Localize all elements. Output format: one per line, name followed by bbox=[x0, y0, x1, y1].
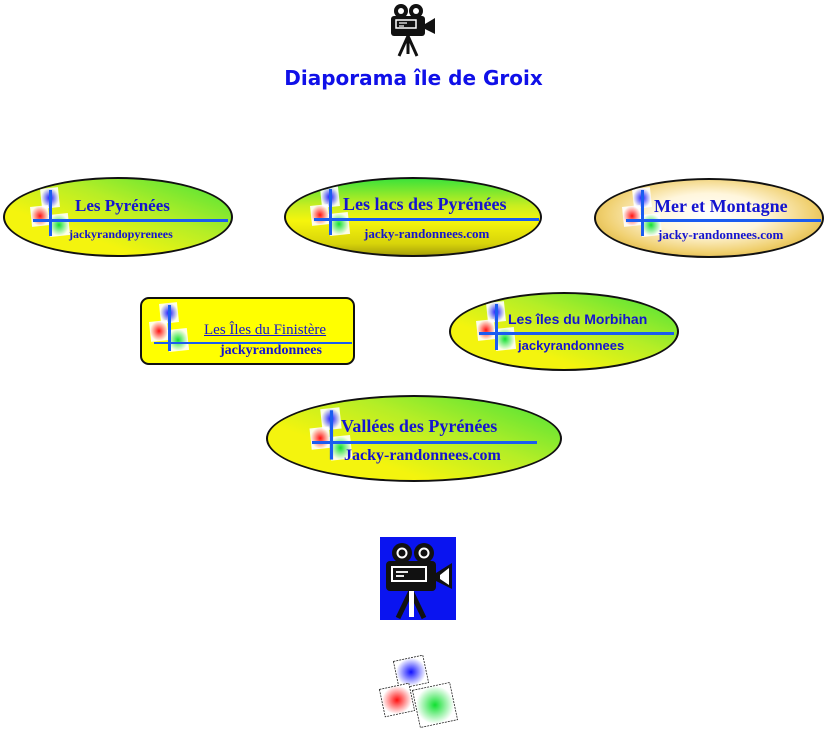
link-subtitle: jackyrandopyrenees bbox=[69, 227, 173, 241]
divider-line bbox=[33, 219, 228, 222]
link-subtitle: jackyrandonnees bbox=[220, 343, 322, 358]
link-subtitle: jacky-randonnees.com bbox=[658, 227, 784, 242]
link-les-iles-du-finistere[interactable]: Les Îles du Finistère jackyrandonnees bbox=[140, 297, 355, 365]
link-title: Mer et Montagne bbox=[654, 196, 788, 216]
divider-line bbox=[314, 218, 539, 221]
divider-line bbox=[312, 441, 537, 444]
link-title: Les Pyrénées bbox=[75, 196, 170, 215]
colored-squares-logo-icon bbox=[475, 300, 519, 356]
divider-line bbox=[626, 219, 821, 222]
link-les-iles-du-morbihan[interactable]: Les îles du Morbihan jackyrandonnees bbox=[449, 292, 679, 371]
colored-squares-logo-icon bbox=[148, 301, 192, 357]
link-mer-et-montagne[interactable]: Mer et Montagne jacky-randonnees.com bbox=[594, 178, 824, 258]
link-subtitle: jacky-randonnees.com bbox=[364, 226, 490, 241]
link-title: Les Îles du Finistère bbox=[204, 322, 327, 338]
video-button[interactable] bbox=[380, 537, 456, 620]
movie-camera-icon bbox=[386, 543, 452, 620]
page-title: Diaporama île de Groix bbox=[284, 66, 543, 90]
link-title: Les lacs des Pyrénées bbox=[343, 194, 507, 214]
link-les-pyrenees[interactable]: Les Pyrénées jackyrandopyrenees bbox=[3, 177, 233, 257]
movie-camera-icon bbox=[389, 2, 437, 58]
link-les-lacs-des-pyrenees[interactable]: Les lacs des Pyrénées jacky-randonnees.c… bbox=[284, 177, 542, 257]
link-subtitle: Jacky-randonnees.com bbox=[344, 447, 501, 464]
link-title: Vallées des Pyrénées bbox=[341, 416, 498, 436]
colored-squares-logo-icon bbox=[378, 652, 460, 732]
link-subtitle: jackyrandonnees bbox=[518, 338, 625, 353]
link-title: Les îles du Morbihan bbox=[508, 311, 648, 327]
divider-line bbox=[479, 332, 674, 335]
divider-line bbox=[154, 342, 352, 344]
link-vallees-des-pyrenees[interactable]: Vallées des Pyrénées Jacky-randonnees.co… bbox=[266, 395, 562, 482]
colored-squares-logo-icon bbox=[29, 186, 73, 242]
